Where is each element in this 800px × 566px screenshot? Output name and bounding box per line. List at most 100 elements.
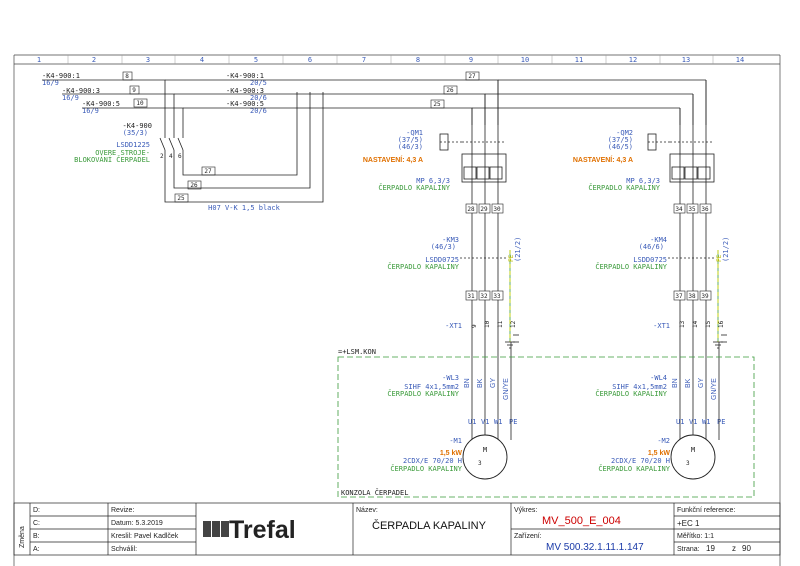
trefal-logo: Trefal	[203, 516, 296, 544]
motor-m2-symbol	[670, 434, 716, 480]
m2-part: 2CDX/E 70/20 H	[611, 457, 670, 465]
device-number: MV 500.32.1.11.1.147	[546, 542, 644, 553]
col-13: 13	[682, 56, 690, 64]
col-1: 1	[37, 56, 41, 64]
logo-text: Trefal	[229, 516, 296, 544]
page-number: 19	[706, 544, 715, 553]
m1-kw: 1,5 kW	[440, 450, 463, 457]
wire-25b: 25	[177, 195, 185, 202]
right-w36: 36	[701, 206, 709, 213]
wire-8: 8	[125, 73, 129, 80]
qm1-setting: NASTAVENÍ: 4,3 A	[363, 155, 423, 164]
xt-left-9: 9	[471, 324, 478, 328]
wire-9: 9	[132, 87, 136, 94]
wire-26b: 26	[190, 182, 198, 189]
relay-ref: (35/3)	[123, 129, 148, 137]
right-u1: U1	[676, 418, 684, 426]
qm2-ref-1: (37/5)	[608, 136, 633, 144]
xt1-right: -XT1	[653, 322, 670, 330]
zmena-label: Změna	[19, 526, 26, 548]
right-w39: 39	[701, 293, 709, 300]
cable-bn-right: BN	[672, 378, 679, 388]
left-w30: 30	[493, 206, 501, 213]
row-b: B:	[33, 533, 40, 540]
qm1-ref-1: (37/5)	[398, 136, 423, 144]
ref-2-sheet: 16/9	[62, 94, 79, 102]
qm1-desc: ČERPADLO KAPALINY	[378, 183, 450, 192]
m2-kw: 1,5 kW	[648, 450, 671, 457]
right-pe: PE	[717, 418, 725, 426]
relay-t4: 4	[169, 153, 173, 160]
right-w37: 37	[675, 293, 683, 300]
column-ruler: 1 2 3 4 5 6 7 8 9 10 11 12 13 14	[13, 54, 781, 566]
relay-desc-2: BLOKOVÁNÍ ČERPADEL	[74, 155, 150, 164]
m1-name: -M1	[449, 437, 462, 445]
km4-part: LSDD0725	[633, 256, 667, 264]
wl3-desc: ČERPADLO KAPALINY	[387, 389, 459, 398]
datum-label: Datum: 5.3.2019	[111, 520, 163, 527]
kreslil-label: Kreslil: Pavel Kadlček	[111, 533, 179, 540]
km3-name: -KM3	[442, 236, 459, 244]
cable-gnye-right: GN/YE	[711, 378, 718, 400]
ref-5: -K4-900:3	[226, 87, 264, 95]
cable-label: H07 V-K 1,5 black	[208, 204, 280, 212]
relay-name: -K4-900	[122, 122, 152, 130]
wl4-part: SIHF 4x1,5mm2	[612, 383, 667, 391]
vykres-label: Výkres:	[514, 507, 537, 514]
cable-bn-left: BN	[464, 378, 471, 388]
wl4-name: -WL4	[650, 374, 667, 382]
col-11: 11	[575, 56, 583, 64]
qm2-setting: NASTAVENÍ: 4,3 A	[573, 155, 633, 164]
right-w38: 38	[688, 293, 696, 300]
col-4: 4	[200, 56, 204, 64]
zarizeni-label: Zařízení:	[514, 533, 542, 540]
qm2-desc: ČERPADLO KAPALINY	[588, 183, 660, 192]
xt-right-16: 16	[718, 320, 725, 328]
right-v1: V1	[689, 418, 697, 426]
console-area	[337, 356, 755, 498]
col-14: 14	[736, 56, 744, 64]
left-w1: W1	[494, 418, 502, 426]
km4-ref: (46/6)	[639, 243, 664, 251]
right-w35: 35	[688, 206, 696, 213]
km4-desc: ČERPADLO KAPALINY	[595, 262, 667, 271]
motor-m2-phase: 3	[686, 460, 690, 467]
qm1-part: MP 6,3/3	[416, 177, 450, 185]
title-block	[13, 502, 781, 556]
qm2-ref-2: (46/5)	[608, 143, 633, 151]
wire-27: 27	[468, 73, 476, 80]
ref-4: -K4-900:1	[226, 72, 264, 80]
relay-t6: 6	[178, 153, 182, 160]
relay-desc-1: OVERE STROJE-	[95, 149, 150, 157]
wire-25: 25	[433, 101, 441, 108]
strana-label: Strana:	[677, 546, 700, 553]
m2-desc: ČERPADLO KAPALINY	[598, 464, 670, 473]
m2-name: -M2	[657, 437, 670, 445]
fe-right-ref: (21/2)	[722, 237, 730, 262]
area-label: =+LSM.KON	[338, 348, 376, 356]
cable-bk-left: BK	[477, 378, 484, 388]
left-w29: 29	[480, 206, 488, 213]
wire-26: 26	[446, 87, 454, 94]
revize-label: Revize:	[111, 507, 134, 514]
left-pe: PE	[509, 418, 517, 426]
branch-left: -QM1 (37/5) (46/3) NASTAVENÍ: 4,3 A MP 6…	[363, 80, 522, 480]
col-6: 6	[308, 56, 312, 64]
right-w34: 34	[675, 206, 683, 213]
ref-6-sheet: 20/6	[250, 107, 267, 115]
ref-1: -K4-900:1	[42, 72, 80, 80]
left-w32: 32	[480, 293, 488, 300]
col-5: 5	[254, 56, 258, 64]
left-w31: 31	[467, 293, 475, 300]
qm2-part: MP 6,3/3	[626, 177, 660, 185]
ref-3-sheet: 16/9	[82, 107, 99, 115]
cable-gy-left: GY	[490, 378, 497, 388]
xt-left-12: 12	[510, 320, 517, 328]
ref-3: -K4-900:5	[82, 100, 120, 108]
nazev-label: Název:	[356, 507, 378, 514]
relay-part: LSDD1225	[116, 141, 150, 149]
ref-1-sheet: 16/9	[42, 79, 59, 87]
xt-left-11: 11	[497, 320, 504, 328]
cable-gy-right: GY	[698, 378, 705, 388]
